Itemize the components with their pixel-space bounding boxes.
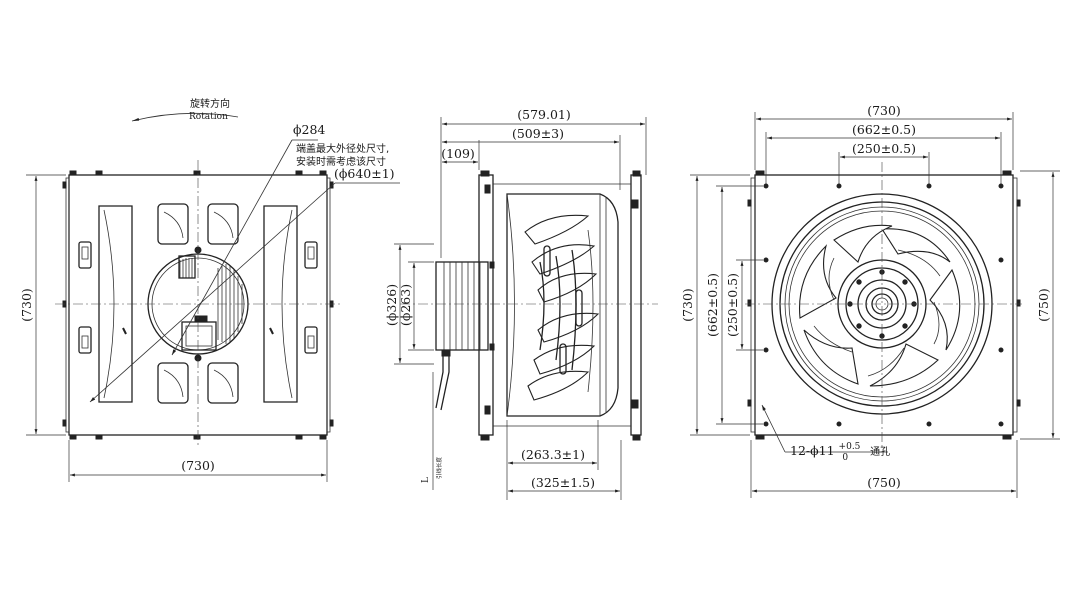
rear-top-width-dim: (730): [867, 103, 901, 118]
front-height-dim: (730): [19, 288, 34, 322]
rear-width-bottom-dim: (750): [867, 475, 901, 490]
endcap-note-line1: 端盖最大外径处尺寸,: [296, 142, 389, 155]
rear-impeller-blades: [798, 224, 961, 387]
rotation-arrow: [131, 112, 239, 122]
rotation-label-en: Rotation: [189, 112, 228, 122]
motor-offset-dim: (109): [441, 146, 475, 161]
rear-plate: [754, 174, 1014, 436]
cable-length-sublabel: 引线长度: [435, 457, 443, 480]
side-view: (579.01) (509±3) (109) (ϕ326) (ϕ263) L 引…: [384, 107, 658, 500]
rear-hole-spacing-outer-dim: (662±0.5): [852, 122, 916, 137]
outer-diameter-label: (ϕ640±1): [334, 166, 395, 181]
overall-length-dim: (579.01): [517, 107, 571, 122]
housing-depth-dim: (325±1.5): [531, 475, 595, 490]
front-view: 旋转方向 Rotation: [19, 97, 400, 482]
front-width-dim: (730): [181, 458, 215, 473]
hole-callout: 12-ϕ11 +0.5 0 通孔: [790, 437, 890, 463]
rear-hole-spacing-inner-dim: (250±0.5): [852, 141, 916, 156]
rear-height-inner-dim: (250±0.5): [725, 273, 740, 337]
rotation-label-cn: 旋转方向: [190, 97, 230, 110]
endcap-note-line2: 安装时需考虑该尺寸: [296, 155, 386, 168]
rear-height-mid-dim: (662±0.5): [705, 273, 720, 337]
rear-height-right-dim: (750): [1036, 288, 1051, 322]
rear-view: (730) (662±0.5) (250±0.5) (730) (662±0.5…: [680, 103, 1060, 498]
impeller-depth-dim: (263.3±1): [521, 447, 585, 462]
rear-height-outer-dim: (730): [680, 288, 695, 322]
motor-outer-diameter-dim: (ϕ326): [384, 284, 399, 326]
cable-length-label: L: [421, 477, 431, 483]
motor-inner-diameter-dim: (ϕ263): [398, 284, 413, 326]
side-front-flange: [478, 174, 494, 436]
housing-length-dim: (509±3): [512, 126, 564, 141]
endcap-diameter-label: ϕ284: [293, 122, 325, 137]
